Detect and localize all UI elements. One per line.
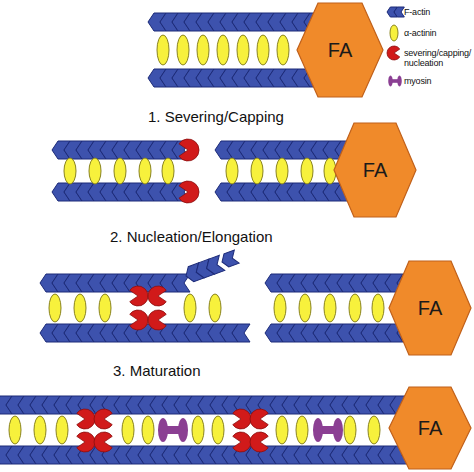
alpha-actinin [276, 416, 288, 444]
focal-adhesion-hexagon: FA [333, 122, 417, 218]
severing-capping-protein [179, 139, 199, 161]
node-label: FA [388, 260, 472, 356]
alpha-actinin [324, 294, 336, 322]
alpha-actinin [49, 294, 61, 322]
legend-text: myosin [404, 76, 474, 86]
f-actin-filament [0, 396, 420, 414]
legend-text: severing/capping/ nucleation [404, 48, 474, 68]
severing-capping-protein [94, 432, 112, 452]
alpha-actinin [114, 158, 126, 184]
alpha-actinin [251, 158, 263, 184]
alpha-actinin [344, 416, 356, 444]
myosin-motor [313, 418, 343, 442]
alpha-actinin [162, 158, 174, 184]
alpha-actinin [177, 35, 189, 65]
alpha-actinin [64, 158, 76, 184]
severing-capping-protein [77, 409, 95, 429]
legend-text: F-actin [404, 7, 474, 17]
severing-capping-protein [233, 432, 251, 452]
new-filament [183, 255, 224, 283]
severing-capping-protein [94, 409, 112, 429]
alpha-actinin [368, 416, 380, 444]
severing-capping-protein [77, 432, 95, 452]
hexagon-shape [297, 3, 383, 97]
alpha-actinin [226, 158, 238, 184]
myosin-head [333, 418, 343, 442]
f-actin-filament [265, 274, 415, 292]
severing-capping-protein [130, 286, 148, 306]
f-actin-filament [265, 324, 415, 342]
new-filament [220, 250, 240, 269]
step-label: 1. Severing/Capping [148, 108, 284, 125]
f-actin-filament [220, 250, 240, 269]
alpha-actinin [390, 25, 398, 41]
severing-capping-protein [179, 181, 199, 203]
alpha-actinin [296, 416, 308, 444]
alpha-actinin [89, 158, 101, 184]
alpha-actinin [372, 294, 384, 322]
f-actin-filament [40, 274, 190, 292]
node-label: FA [333, 122, 417, 218]
myosin-head [313, 418, 323, 442]
actin-subunit [204, 255, 225, 276]
f-actin-filament [52, 183, 190, 201]
alpha-actinin [212, 416, 224, 444]
alpha-actinin [237, 35, 249, 65]
alpha-actinin [217, 35, 229, 65]
alpha-actinin [157, 35, 169, 65]
hexagon-shape [334, 123, 416, 217]
f-actin-filament [52, 141, 190, 159]
focal-adhesion-hexagon: FA [388, 386, 472, 470]
alpha-actinin [99, 294, 111, 322]
alpha-actinin [184, 294, 196, 322]
alpha-actinin [192, 416, 204, 444]
alpha-actinin [142, 416, 154, 444]
alpha-actinin [34, 416, 46, 444]
severing-capping-protein [130, 310, 148, 330]
severing-capping-protein [250, 409, 268, 429]
myosin-motor [158, 418, 188, 442]
step-label: 3. Maturation [113, 362, 201, 379]
alpha-actinin [74, 294, 86, 322]
myosin-head [388, 76, 393, 87]
legend-text: α-actinin [404, 28, 474, 38]
actin-subunit [394, 7, 404, 17]
severing-capping-protein [233, 409, 251, 429]
severing-capping-protein [148, 310, 166, 330]
myosin-motor [388, 76, 402, 87]
alpha-actinin [301, 158, 313, 184]
alpha-actinin [257, 35, 269, 65]
focal-adhesion-hexagon: FA [296, 2, 384, 98]
focal-adhesion-hexagon: FA [388, 260, 472, 356]
severing-capping-protein [250, 432, 268, 452]
myosin-head [158, 418, 168, 442]
myosin-head [397, 76, 402, 87]
hexagon-shape [389, 387, 471, 469]
node-label: FA [388, 386, 472, 470]
severing-capping-protein [148, 286, 166, 306]
alpha-actinin [274, 294, 286, 322]
step-label: 2. Nucleation/Elongation [110, 228, 273, 245]
alpha-actinin [56, 416, 68, 444]
alpha-actinin [276, 158, 288, 184]
alpha-actinin [9, 416, 21, 444]
actin-subunit [232, 324, 250, 342]
alpha-actinin [139, 158, 151, 184]
alpha-actinin [209, 294, 221, 322]
alpha-actinin [349, 294, 361, 322]
legend-icon [387, 7, 404, 17]
alpha-actinin [277, 35, 289, 65]
severing-capping-protein [387, 46, 400, 60]
node-label: FA [296, 2, 384, 98]
alpha-actinin [197, 35, 209, 65]
alpha-actinin [122, 416, 134, 444]
myosin-head [178, 418, 188, 442]
actin-subunit [220, 250, 240, 269]
f-actin-filament [387, 7, 404, 17]
f-actin-filament [0, 446, 420, 464]
hexagon-shape [389, 261, 471, 355]
alpha-actinin [299, 294, 311, 322]
f-actin-filament [183, 255, 224, 283]
